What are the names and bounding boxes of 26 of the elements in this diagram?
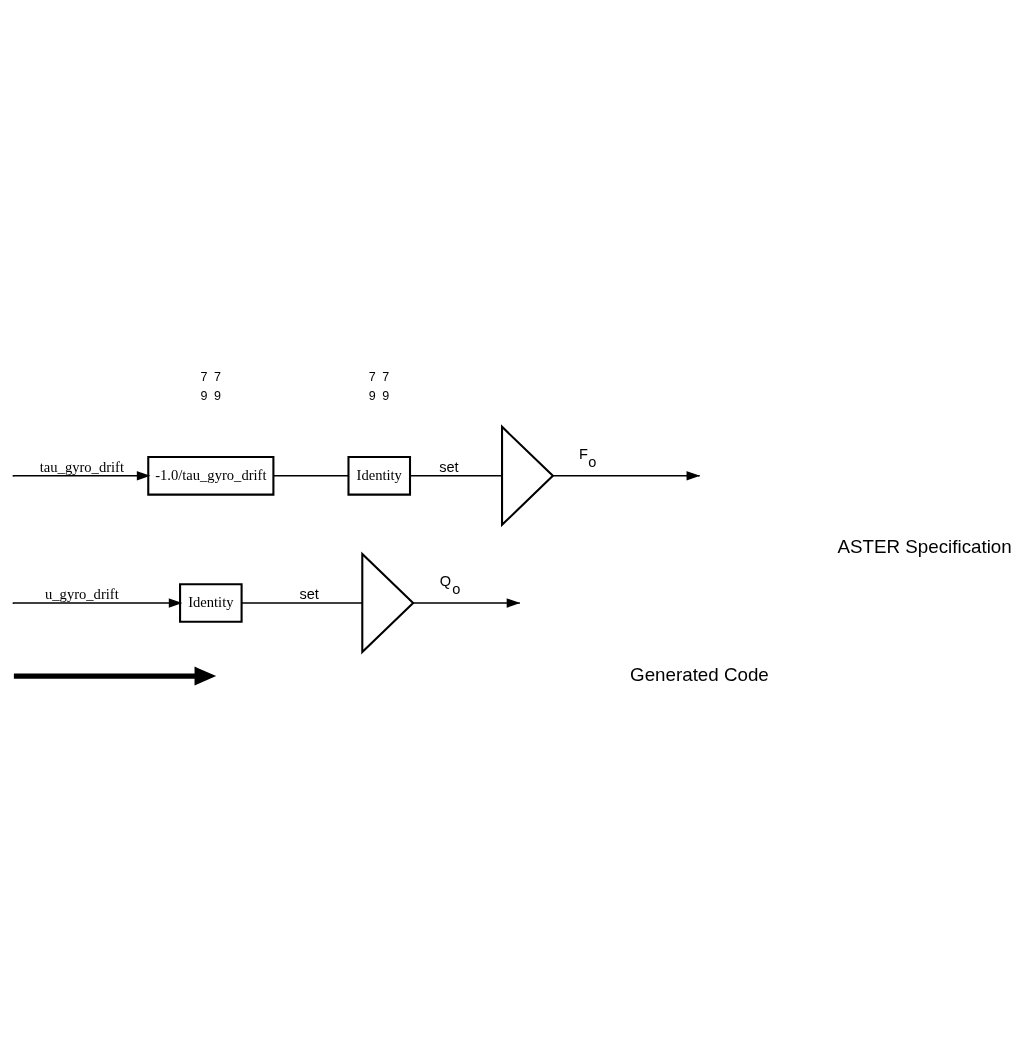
connector: [273, 475, 350, 477]
arrow: [13, 471, 151, 481]
arrow: [13, 598, 183, 608]
node-box: -1.0/tau_gyro_drift: [147, 456, 275, 496]
edge-label: set: [439, 458, 459, 475]
node-chevron: [501, 424, 555, 528]
edge-label: tau_gyro_drift: [39, 458, 125, 475]
label: 9: [382, 389, 390, 404]
label: 9: [200, 389, 208, 404]
arrow: [412, 598, 521, 608]
node-box: Identity: [347, 456, 412, 496]
label: 7: [200, 369, 208, 384]
label: 9: [368, 389, 376, 404]
label: 7: [382, 369, 390, 384]
label: 9: [213, 389, 221, 404]
arrow: [552, 471, 701, 481]
label: 7: [368, 369, 376, 384]
edge-label: set: [299, 586, 319, 603]
label: Generated Code: [630, 663, 769, 685]
connector: [240, 602, 364, 604]
label: 7: [213, 369, 221, 384]
node-box: Identity: [179, 583, 243, 623]
node-chevron: [361, 551, 415, 655]
edge-label: u_gyro_drift: [45, 586, 119, 603]
connector: [409, 475, 503, 477]
label: ASTER Specification: [837, 536, 1012, 558]
